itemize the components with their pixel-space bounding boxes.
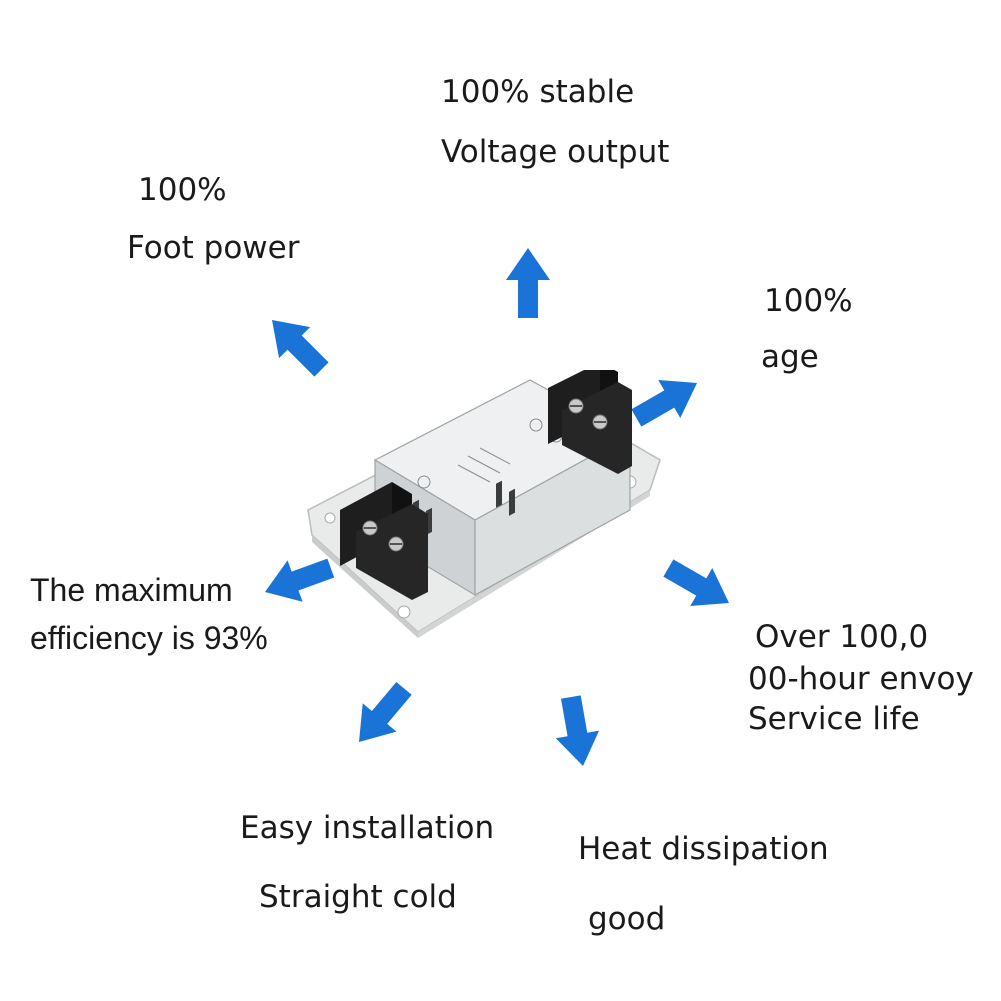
feature-power-line2: Foot power [127,230,300,266]
feature-heat-line1: Heat dissipation [578,831,829,867]
feature-stable-line2: Voltage output [441,134,670,170]
feature-heat-line2: good [588,901,666,937]
feature-efficiency-line1: The maximum [30,572,233,608]
feature-installation-line1: Easy installation [240,810,495,846]
arrow-down-icon [555,695,600,766]
terminal-block-input [340,482,428,600]
arrow-lower-right-icon [663,559,729,607]
mounting-hole [324,512,336,524]
terminal-block-output [548,370,632,474]
arrow-down-left-icon [359,681,412,742]
feature-stable-line1: 100% stable [441,74,635,110]
arrow-up-icon [506,248,550,318]
arrow-upper-left-icon [272,320,329,377]
feature-age-line1: 100% [764,283,853,319]
converter-module-image [307,370,661,638]
mounting-hole [397,605,411,619]
feature-service-life-line3: Service life [748,701,920,737]
feature-power-line1: 100% [138,172,227,208]
arrow-upper-right-icon [631,379,697,427]
feature-service-life-line2: 00-hour envoy [748,661,974,697]
feature-installation-line2: Straight cold [259,879,457,915]
arrow-left-icon [265,558,335,602]
feature-efficiency-line2: efficiency is 93% [30,620,268,656]
feature-service-life-line1: Over 100,0 [755,619,929,655]
feature-age-line2: age [761,339,819,375]
